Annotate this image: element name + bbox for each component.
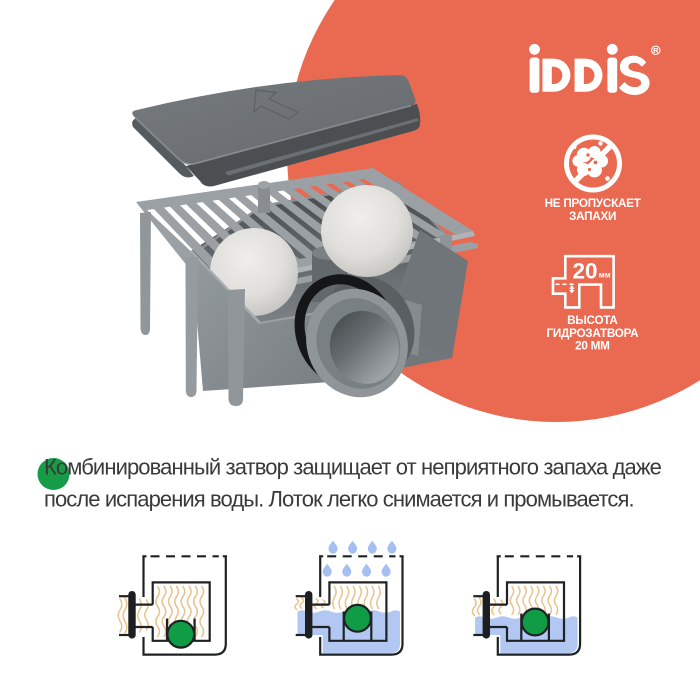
- svg-text:Комбинированный затвор защищае: Комбинированный затвор защищает от непри…: [44, 455, 662, 480]
- svg-text:20: 20: [572, 258, 597, 283]
- svg-text:мм: мм: [599, 270, 611, 279]
- svg-text:R: R: [653, 46, 659, 55]
- svg-text:НЕ ПРОПУСКАЕТ: НЕ ПРОПУСКАЕТ: [545, 197, 642, 210]
- svg-text:ЗАПАХИ: ЗАПАХИ: [569, 210, 616, 223]
- svg-text:20 ММ: 20 ММ: [575, 340, 609, 353]
- svg-text:после испарения воды. Лоток ле: после испарения воды. Лоток легко снимае…: [44, 487, 634, 512]
- svg-text:ВЫСОТА: ВЫСОТА: [567, 314, 618, 327]
- svg-text:ГИДРОЗАТВОРА: ГИДРОЗАТВОРА: [546, 327, 639, 340]
